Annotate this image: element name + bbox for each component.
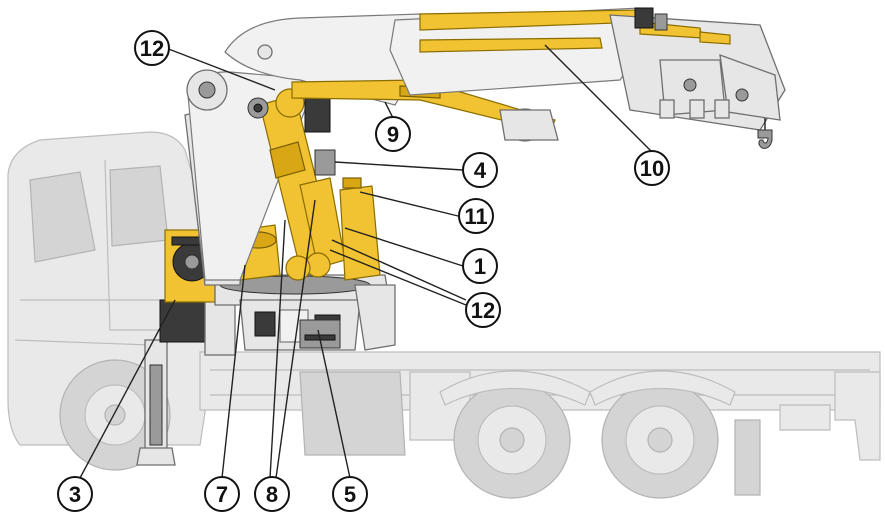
truck (7, 131, 881, 499)
outrigger (136, 299, 236, 466)
callout-12-bottom: 12 (465, 292, 501, 328)
callout-label: 9 (387, 122, 399, 147)
callout-label: 12 (140, 36, 164, 61)
callout-label: 1 (474, 254, 486, 279)
cab-side-window (109, 165, 169, 247)
callout-label: 7 (216, 482, 228, 507)
callout-12-top: 12 (134, 30, 170, 66)
callout-7: 7 (204, 476, 240, 512)
extension-booms (389, 7, 786, 149)
cab-window (29, 171, 96, 263)
callout-5: 5 (332, 476, 368, 512)
crane-hook (757, 129, 773, 149)
callout-label: 3 (69, 482, 81, 507)
callout-label: 8 (266, 482, 278, 507)
side-box (299, 371, 406, 456)
callout-1: 1 (462, 248, 498, 284)
rear-end (834, 371, 881, 461)
outer-boom (224, 13, 559, 142)
leader-lines (79, 44, 653, 479)
control-valve (299, 319, 341, 349)
callout-label: 5 (344, 482, 356, 507)
callout-10: 10 (634, 150, 670, 186)
callout-8: 8 (254, 476, 290, 512)
callout-label: 11 (464, 204, 487, 229)
crane-base (214, 274, 396, 351)
callout-label: 10 (640, 156, 664, 181)
main-boom (186, 69, 346, 281)
callout-label: 4 (474, 158, 487, 183)
callout-11: 11 (458, 198, 494, 234)
callout-label: 12 (471, 298, 495, 323)
callout-9: 9 (375, 116, 411, 152)
callout-3: 3 (57, 476, 93, 512)
callout-4: 4 (462, 152, 498, 188)
